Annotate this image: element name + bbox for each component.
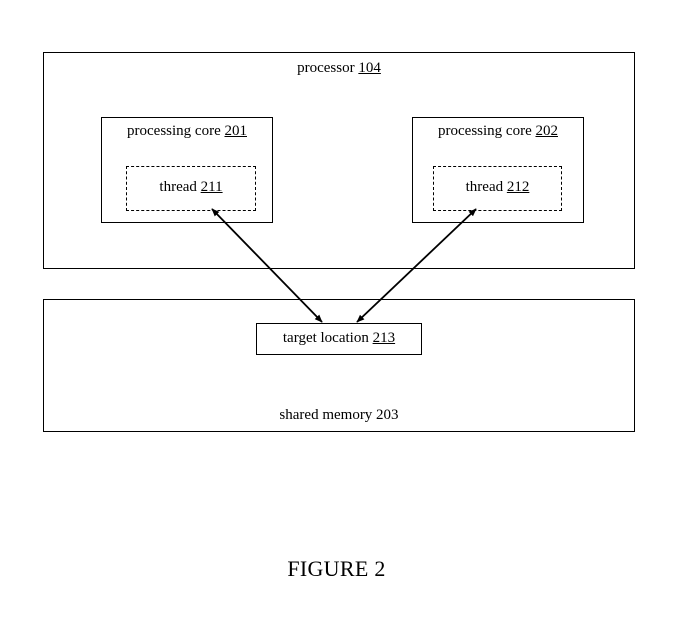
target-location-box — [256, 323, 422, 355]
processor-label-text: processor — [297, 60, 355, 76]
thread-ref: 212 — [506, 179, 530, 195]
core-label-text: processing core — [438, 123, 532, 139]
thread-ref: 211 — [200, 179, 223, 195]
shared-memory-box — [43, 299, 635, 432]
thread-label-text: thread — [159, 179, 197, 195]
target-ref: 213 — [372, 330, 396, 346]
thread-211-box — [126, 166, 256, 211]
processing-core-202-box — [412, 117, 584, 223]
thread-label-text: thread — [465, 179, 504, 195]
target-label-text: target location — [282, 330, 369, 346]
thread-212-label: thread 212 — [433, 179, 562, 196]
target-location-label: target location 213 — [256, 330, 422, 347]
processing-core-202-label: processing core 202 — [412, 123, 584, 140]
figure-caption: FIGURE 2 — [287, 556, 386, 581]
processing-core-201-label: processing core 201 — [101, 123, 273, 140]
core-ref: 201 — [224, 123, 247, 139]
shared-memory-label: shared memory 203 — [279, 407, 399, 423]
thread-211-label: thread 211 — [126, 179, 256, 196]
core-label-text: processing core — [127, 123, 221, 139]
thread-212-box — [433, 166, 562, 211]
core-ref: 202 — [535, 123, 558, 139]
processor-label: processor 104 — [43, 60, 635, 77]
processing-core-201-box — [101, 117, 273, 223]
processor-ref: 104 — [358, 60, 381, 76]
